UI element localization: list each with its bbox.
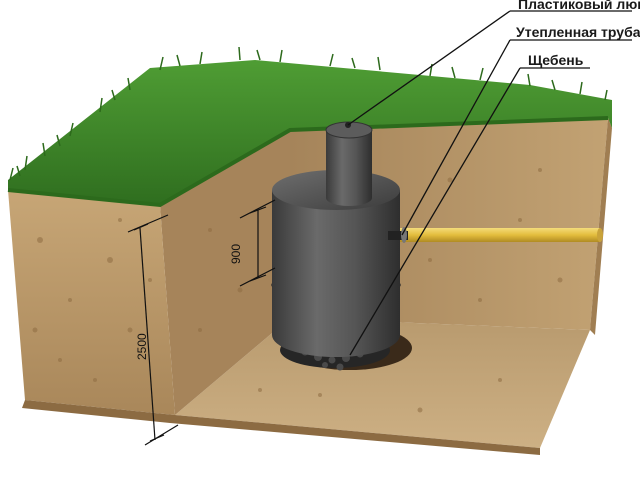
pipe-leader (401, 39, 511, 236)
pipe-label: Утепленная труба (516, 24, 640, 40)
dimension-2500 (127, 214, 179, 446)
dimension-900-label: 900 (229, 244, 243, 264)
dimension-2500-label: 2500 (135, 333, 149, 360)
gravel-leader (349, 67, 521, 356)
dimension-900 (239, 199, 276, 287)
grass-edge (7, 116, 609, 208)
hatch-leader (347, 10, 511, 126)
soil-inner-left-wall (160, 130, 290, 415)
hatch-label: Пластиковый люк (518, 0, 640, 12)
leader-lines (347, 10, 632, 356)
gravel-label: Щебень (528, 52, 584, 68)
insulated-pipe (388, 227, 603, 243)
soil-front-face (8, 190, 175, 415)
pit-floor (175, 318, 590, 448)
soil-bottom-edge (22, 400, 540, 455)
well-neck (326, 130, 372, 206)
plastic-hatch (325, 121, 373, 139)
grass-lawn (8, 60, 612, 205)
grass-blades (9, 46, 608, 181)
soil-right-face (590, 118, 612, 335)
soil-texture (32, 168, 563, 413)
